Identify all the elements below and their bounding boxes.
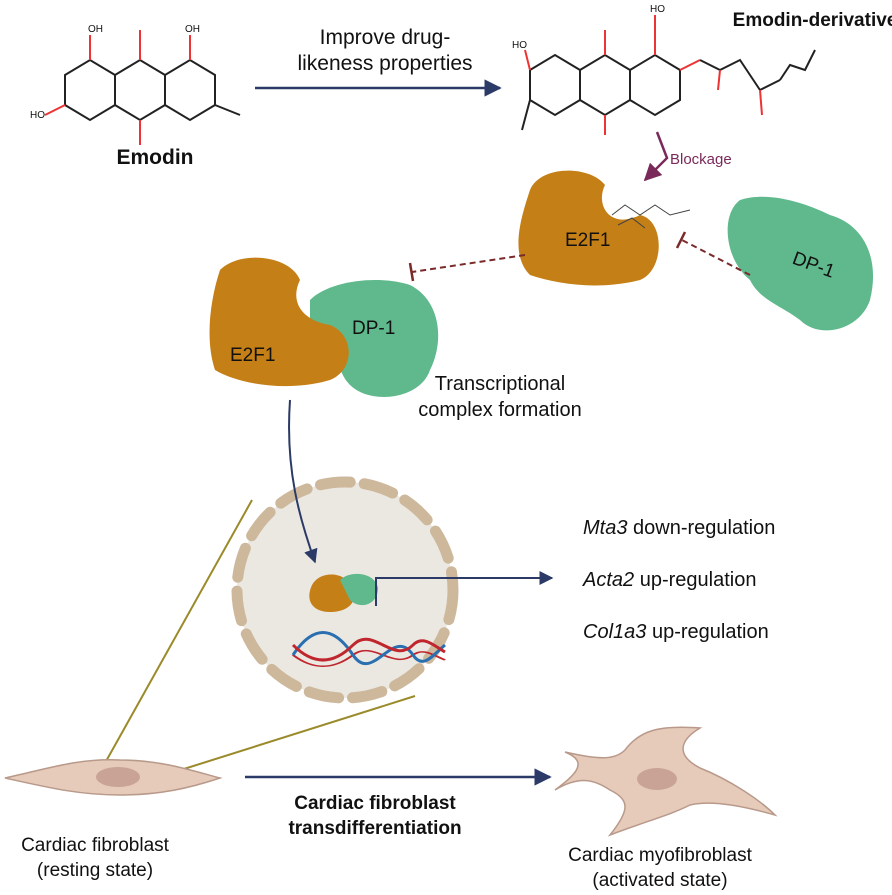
emodin-oh-label: OH [88,24,103,35]
emodin-structure [44,30,241,145]
resting-fibroblast-nucleus [96,767,140,787]
resting-label-line1: Cardiac fibroblast [21,835,170,856]
complex-label-line1: Transcriptional [435,373,565,395]
complex-label-line2: complex formation [418,399,581,421]
gene-acta2: Acta2 up-regulation [582,569,756,591]
emodin-ho-label: HO [30,110,45,121]
gene-col1a3: Col1a3 up-regulation [583,621,769,643]
dna-icon [291,631,446,667]
derivative-ho-label: HO [512,40,527,51]
emodin-derivative-label: Emodin-derivative [733,10,892,31]
e2f1-label: E2F1 [565,230,610,251]
derivative-ho-label: HO [650,4,665,15]
bound-derivative-icon [611,204,691,229]
activated-label-line2: (activated state) [592,870,727,891]
activated-label-line1: Cardiac myofibroblast [568,845,752,866]
emodin-label: Emodin [117,146,194,169]
expression-arrow [375,571,554,606]
dp1-protein [727,196,874,331]
dna-bound-dp1 [340,573,378,606]
inhibition-line [681,239,751,276]
resting-label-line2: (resting state) [37,860,153,881]
inhibition-line [411,254,526,273]
step-label-line2: likeness properties [297,52,472,75]
step-label-line1: Improve drug- [320,26,451,49]
transition-label-line1: Cardiac fibroblast [294,793,456,814]
emodin-oh-label: OH [185,24,200,35]
e2f1-protein [518,170,659,286]
blockage-label: Blockage [670,151,732,168]
inhibition-bar [408,262,415,282]
inhibition-bar [675,231,687,249]
emodin-derivative-structure [521,15,816,135]
complex-e2f1-label: E2F1 [230,345,275,366]
complex-e2f1 [209,257,349,387]
gene-mta3: Mta3 down-regulation [583,517,775,539]
complex-dp1-label: DP-1 [352,318,395,339]
myofibroblast-nucleus [637,768,677,790]
transition-label-line2: transdifferentiation [288,818,461,839]
blockage-arrow [643,131,669,182]
nuclear-envelope [231,476,459,704]
translocation-arrow [288,399,318,564]
zoom-line [99,499,253,773]
